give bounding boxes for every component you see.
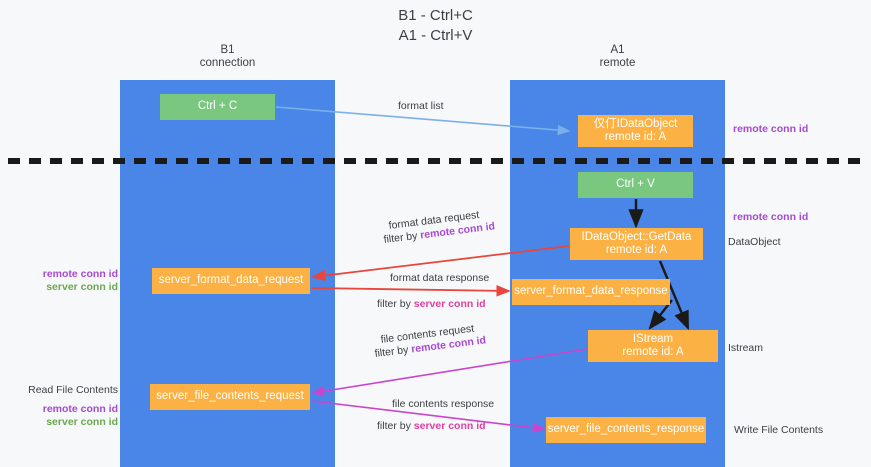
edge-label-format-data-response: format data response: [390, 272, 489, 285]
annotation-left-read-file-contents-group: Read File Contents remote conn id server…: [10, 384, 118, 429]
node-server-format-data-request: server_format_data_request: [152, 268, 310, 294]
annotation-left-server-conn-id-mid: server conn id: [46, 281, 118, 293]
node-getdata-label: IDataObject::GetData: [581, 230, 692, 243]
node-server-format-data-request-label: server_format_data_request: [158, 274, 304, 287]
node-server-file-contents-request: server_file_contents_request: [150, 384, 310, 410]
annotation-read-file-contents: Read File Contents: [28, 384, 118, 396]
title-line-1: B1 - Ctrl+C: [398, 7, 473, 24]
annotation-left-conn-ids-mid: remote conn id server conn id: [22, 268, 118, 294]
annotation-dataobject: DataObject: [728, 236, 781, 248]
annotation-remote-conn-id-top: remote conn id: [733, 123, 809, 135]
lane-a1-sub: remote: [599, 57, 636, 69]
annotation-remote-conn-id-mid: remote conn id: [733, 211, 809, 223]
annotation-istream: Istream: [728, 342, 764, 354]
edge-label-format-data-response-filter: filter by server conn id: [377, 298, 486, 311]
node-ctrl-c: Ctrl + C: [160, 94, 275, 120]
node-idataobject-getdata: IDataObject::GetData remote id: A: [570, 228, 703, 260]
edge-label-file-contents-response: file contents response: [392, 398, 494, 411]
node-idataobject: 仅仃IDataObject remote id: A: [578, 115, 693, 147]
title-line-2: A1 - Ctrl+V: [398, 27, 473, 44]
annotation-write-file-contents: Write File Contents: [734, 424, 824, 436]
edge-label-file-contents-response-text: file contents response: [392, 398, 495, 410]
page-title: B1 - Ctrl+C A1 - Ctrl+V: [0, 6, 871, 46]
edge-label-format-data-response-text: format data response: [390, 272, 490, 284]
filter-prefix: filter by: [374, 343, 412, 360]
node-istream-label: IStream: [632, 332, 674, 345]
node-server-format-data-response: server_format_data_response: [512, 279, 670, 305]
node-ctrl-v-label: Ctrl + V: [616, 178, 655, 191]
lane-b1-sub: connection: [199, 57, 256, 69]
node-server-file-contents-response-label: server_file_contents_response: [547, 423, 705, 436]
annotation-left-remote-conn-id-mid: remote conn id: [42, 268, 118, 280]
lane-header-b1: B1 connection: [120, 44, 335, 70]
node-istream: IStream remote id: A: [588, 330, 718, 362]
node-ctrl-c-label: Ctrl + C: [197, 100, 238, 113]
edge-label-file-contents-response-filter: filter by server conn id: [377, 420, 486, 433]
filter-prefix: filter by: [377, 298, 414, 310]
annotation-left-server-conn-id-bot: server conn id: [46, 416, 118, 428]
lane-a1-name: A1: [610, 44, 625, 56]
node-istream-remote-id: remote id: A: [622, 346, 684, 358]
edge-label-format-list-text: format list: [398, 100, 444, 112]
node-server-file-contents-request-label: server_file_contents_request: [156, 390, 304, 403]
node-getdata-remote-id: remote id: A: [605, 244, 668, 256]
node-server-file-contents-response: server_file_contents_response: [546, 417, 706, 443]
filter-key-server-conn-id: server conn id: [413, 420, 486, 432]
lane-header-a1: A1 remote: [510, 44, 725, 70]
annotation-left-remote-conn-id-bot: remote conn id: [42, 403, 118, 415]
node-idataobject-label: 仅仃IDataObject: [593, 117, 678, 130]
node-idataobject-remote-id: remote id: A: [604, 131, 667, 143]
filter-prefix: filter by: [377, 420, 414, 432]
edge-label-format-list: format list: [398, 100, 444, 113]
filter-key-server-conn-id: server conn id: [413, 298, 486, 310]
node-server-format-data-response-label: server_format_data_response: [514, 285, 668, 298]
lane-b1-name: B1: [220, 44, 235, 56]
node-ctrl-v: Ctrl + V: [578, 172, 693, 198]
